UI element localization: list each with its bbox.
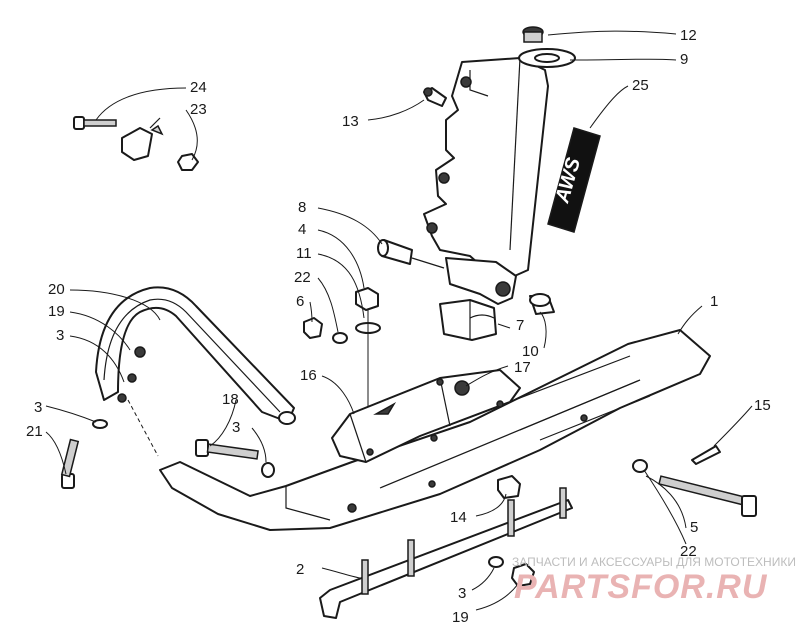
callout-14: 14 bbox=[450, 509, 467, 526]
ski-loop-handle bbox=[95, 286, 296, 425]
callout-20: 20 bbox=[48, 281, 65, 298]
callout-23: 23 bbox=[190, 101, 207, 118]
watermark-logo: PARTSFOR.RU bbox=[514, 568, 768, 606]
callout-15: 15 bbox=[754, 397, 771, 414]
callout-6: 6 bbox=[296, 293, 304, 310]
callout-3: 3 bbox=[232, 419, 240, 436]
callout-16: 16 bbox=[300, 367, 317, 384]
callout-3: 3 bbox=[458, 585, 466, 602]
callout-17: 17 bbox=[514, 359, 531, 376]
bolt-5 bbox=[632, 445, 757, 517]
bolt-21 bbox=[60, 419, 108, 489]
callout-2: 2 bbox=[296, 561, 304, 578]
callout-3: 3 bbox=[34, 399, 42, 416]
grease-fitting bbox=[423, 87, 447, 107]
callout-18: 18 bbox=[222, 391, 239, 408]
wear-block bbox=[439, 299, 497, 341]
callout-25: 25 bbox=[632, 77, 649, 94]
callout-22: 22 bbox=[294, 269, 311, 286]
callout-1: 1 bbox=[710, 293, 718, 310]
bushing-lower bbox=[529, 293, 555, 315]
callout-4: 4 bbox=[298, 221, 306, 238]
bushing-upper bbox=[377, 239, 445, 269]
callout-19: 19 bbox=[452, 609, 469, 626]
callout-21: 21 bbox=[26, 423, 43, 440]
callout-12: 12 bbox=[680, 27, 697, 44]
bolt-washer-nut-assembly bbox=[73, 116, 199, 171]
callout-24: 24 bbox=[190, 79, 207, 96]
callout-3: 3 bbox=[56, 327, 64, 344]
callout-19: 19 bbox=[48, 303, 65, 320]
spindle-cap bbox=[518, 26, 576, 68]
leader-lines bbox=[45, 30, 753, 611]
watermark-caption: ЗАПЧАСТИ И АКСЕССУАРЫ ДЛЯ МОТОТЕХНИКИ bbox=[512, 555, 796, 569]
steering-spindle bbox=[423, 57, 549, 305]
aws-decal: AWS bbox=[547, 127, 601, 233]
wear-bar-carbide bbox=[319, 475, 573, 619]
callout-7: 7 bbox=[516, 317, 524, 334]
callout-10: 10 bbox=[522, 343, 539, 360]
callout-numbers: 12 9 25 13 24 23 8 4 11 22 6 20 19 3 7 1… bbox=[26, 27, 771, 626]
callout-8: 8 bbox=[298, 199, 306, 216]
callout-9: 9 bbox=[680, 51, 688, 68]
watermark: ЗАПЧАСТИ И АКСЕССУАРЫ ДЛЯ МОТОТЕХНИКИ PA… bbox=[512, 555, 796, 606]
bolt-18 bbox=[195, 439, 275, 478]
callout-5: 5 bbox=[690, 519, 698, 536]
callout-13: 13 bbox=[342, 113, 359, 130]
ski-saddle bbox=[331, 369, 521, 463]
callout-11: 11 bbox=[296, 245, 312, 262]
callout-22: 22 bbox=[680, 543, 697, 560]
